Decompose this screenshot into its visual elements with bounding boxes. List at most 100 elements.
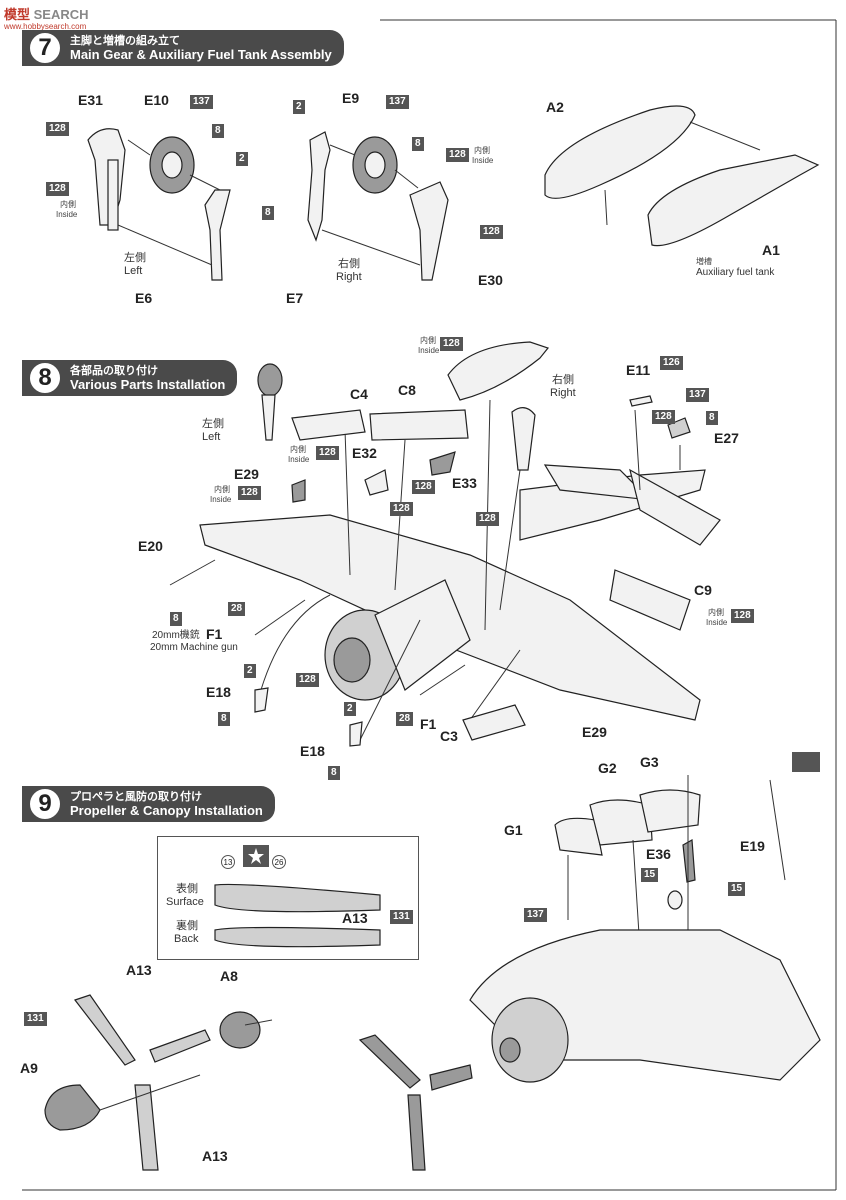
- right-gear-assembly: [307, 131, 449, 281]
- part-E32: E32: [352, 445, 377, 461]
- paint-2: 2: [236, 152, 248, 166]
- step8-loose-parts: [254, 341, 691, 747]
- paint-128: 128: [46, 182, 69, 196]
- paint-128: 128: [440, 337, 463, 351]
- inside-en: Inside: [288, 455, 310, 464]
- part-E31: E31: [78, 92, 103, 108]
- step-7-title-jp: 主脚と増槽の組み立て: [70, 35, 180, 47]
- left-label-jp: 左側: [124, 252, 146, 264]
- left-label-en: Left: [202, 431, 221, 443]
- right-label-jp: 右側: [338, 258, 360, 270]
- paint-137: 137: [524, 908, 547, 922]
- part-E36: E36: [646, 846, 671, 862]
- decal-13: 13: [221, 855, 235, 869]
- paint-28: 28: [396, 712, 414, 726]
- paint-137: 137: [686, 388, 709, 402]
- paint-128: 128: [316, 446, 339, 460]
- paint-131: 131: [24, 1012, 47, 1026]
- part-G3: G3: [640, 754, 659, 770]
- part-E27: E27: [714, 430, 739, 446]
- part-E18: E18: [206, 684, 231, 700]
- inside-en: Inside: [418, 346, 440, 355]
- paint-15: 15: [728, 882, 746, 896]
- paint-128: 128: [390, 502, 413, 516]
- right-label-en: Right: [336, 271, 362, 283]
- decal-box: [157, 836, 419, 960]
- part-E29: E29: [234, 466, 259, 482]
- right-label-jp: 右側: [552, 374, 574, 386]
- inside-en: Inside: [472, 156, 494, 165]
- surface-label-jp: 表側: [176, 883, 198, 895]
- paint-8: 8: [218, 712, 230, 726]
- back-label-en: Back: [174, 933, 199, 945]
- inside-jp: 内側: [420, 336, 436, 345]
- back-label-jp: 裏側: [176, 920, 198, 932]
- paint-126: 126: [660, 356, 683, 370]
- part-C3: C3: [440, 728, 458, 744]
- paint-128: 128: [446, 148, 469, 162]
- inside-en: Inside: [210, 495, 232, 504]
- paint-128: 128: [731, 609, 754, 623]
- propeller-decal-diagram: [214, 845, 381, 948]
- step-8-title-en: Various Parts Installation: [70, 377, 226, 392]
- decal-26: 26: [272, 855, 286, 869]
- part-E7: E7: [286, 290, 304, 306]
- part-A1: A1: [762, 242, 780, 258]
- step-7-number: 7: [28, 31, 62, 65]
- paint-131: 131: [390, 910, 413, 924]
- part-E19: E19: [740, 838, 765, 854]
- step-9-title-jp: プロペラと風防の取り付け: [70, 791, 202, 803]
- inside-jp: 内側: [214, 485, 230, 494]
- watermark-site: SEARCH: [33, 7, 89, 22]
- paint-128: 128: [476, 512, 499, 526]
- step-8-title-jp: 各部品の取り付け: [70, 365, 158, 377]
- inside-jp: 内側: [290, 445, 306, 454]
- paint-137: 137: [386, 95, 409, 109]
- part-E6: E6: [135, 290, 153, 306]
- paint-128: 128: [412, 480, 435, 494]
- part-E18: E18: [300, 743, 325, 759]
- part-A13: A13: [126, 962, 152, 978]
- paint-2: 2: [344, 702, 356, 716]
- aux-fuel-tank: [544, 105, 820, 247]
- inside-en: Inside: [56, 210, 78, 219]
- gun-label-en: 20mm Machine gun: [150, 642, 238, 653]
- left-label-en: Left: [124, 265, 143, 277]
- part-E30: E30: [478, 272, 503, 288]
- part-F1: F1: [206, 626, 223, 642]
- part-E9: E9: [342, 90, 360, 106]
- inside-jp: 内側: [474, 146, 490, 155]
- gun-label-jp: 20mm機銃: [152, 630, 200, 641]
- step-9-number: 9: [28, 787, 62, 821]
- paint-8: 8: [706, 411, 718, 425]
- paint-8: 8: [212, 124, 224, 138]
- paint-128: 128: [652, 410, 675, 424]
- part-A2: A2: [546, 99, 564, 115]
- step-8-number: 8: [28, 361, 62, 395]
- part-E20: E20: [138, 538, 163, 554]
- part-E33: E33: [452, 475, 477, 491]
- propeller-parts: [44, 994, 273, 1171]
- watermark-url: www.hobbysearch.com: [4, 22, 87, 31]
- inside-jp: 内側: [708, 608, 724, 617]
- step-7-title-en: Main Gear & Auxiliary Fuel Tank Assembly: [70, 47, 332, 62]
- part-G2: G2: [598, 760, 617, 776]
- paint-128: 128: [46, 122, 69, 136]
- step-8-header: 8 各部品の取り付け Various Parts Installation: [22, 360, 238, 396]
- part-E29: E29: [582, 724, 607, 740]
- part-C4: C4: [350, 386, 368, 402]
- aircraft-fuselage-wing: [169, 399, 721, 741]
- part-A13: A13: [202, 1148, 228, 1164]
- part-C8: C8: [398, 382, 416, 398]
- part-G1: G1: [504, 822, 523, 838]
- paint-8: 8: [262, 206, 274, 220]
- paint-128: 128: [238, 486, 261, 500]
- step-7-header: 7 主脚と増槽の組み立て Main Gear & Auxiliary Fuel …: [22, 30, 344, 66]
- inside-en: Inside: [706, 618, 728, 627]
- canopy-assembly: [358, 752, 821, 1171]
- step-9-title-en: Propeller & Canopy Installation: [70, 803, 263, 818]
- right-label-en: Right: [550, 387, 576, 399]
- tank-label-en: Auxiliary fuel tank: [696, 267, 775, 278]
